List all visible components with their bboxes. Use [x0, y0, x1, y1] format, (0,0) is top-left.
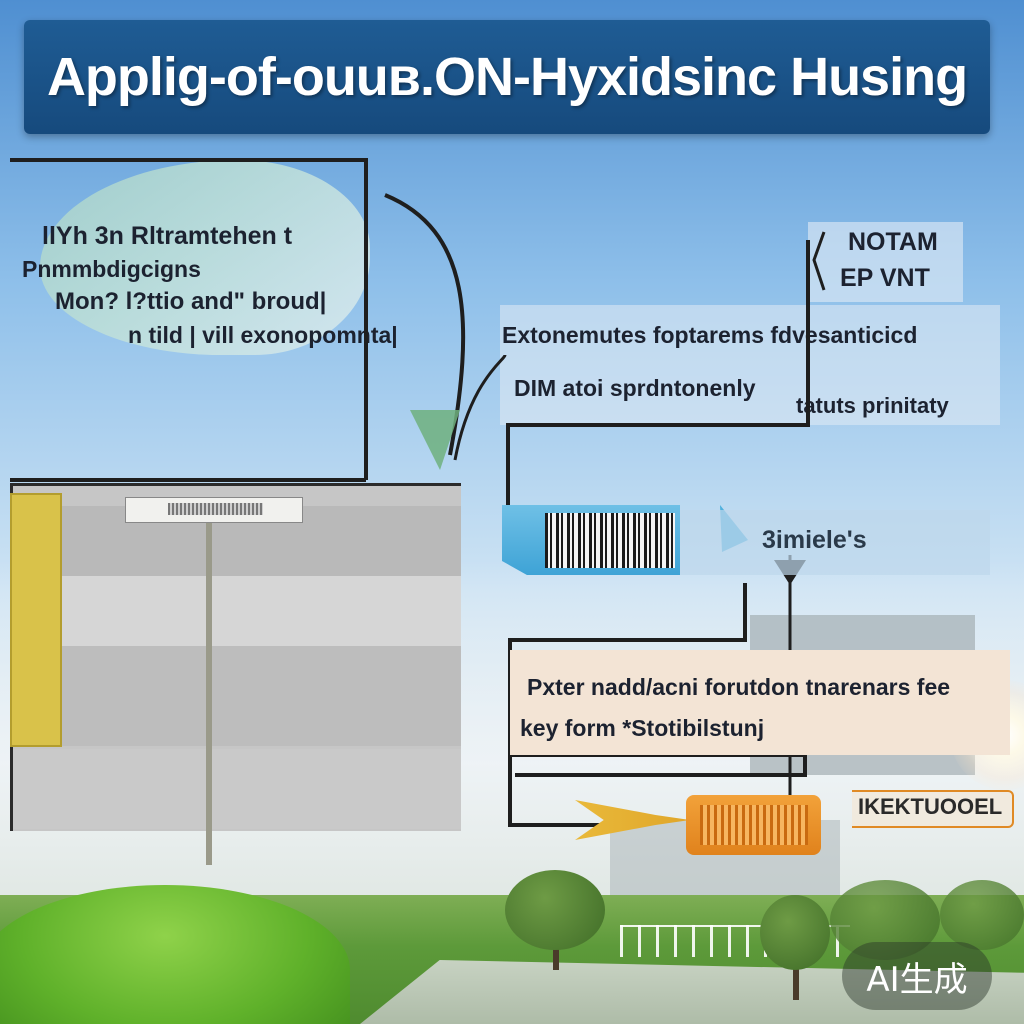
title-banner: Applig-of-ouuв.ON-Hyxidsinc Husing	[24, 20, 990, 134]
building-block	[10, 483, 461, 831]
sign-pole	[206, 520, 212, 865]
ai-generated-badge: AI生成	[842, 942, 992, 1010]
arrow-head-green	[410, 410, 460, 470]
notam-panel	[808, 222, 963, 302]
tree	[940, 880, 1024, 950]
key-box	[510, 650, 1010, 755]
building-row	[13, 646, 461, 746]
sign-plate-text-pattern	[168, 503, 263, 515]
barcode-label-panel	[680, 510, 990, 575]
building-row	[13, 749, 461, 829]
connector-line	[506, 240, 810, 510]
tree-trunk	[553, 930, 559, 970]
ai-generated-badge-text: AI生成	[866, 959, 968, 1000]
right-text-line-2: DIM atoi sprdntonenly	[514, 375, 756, 401]
cloud-shape	[40, 160, 370, 355]
left-text-line-1: llYh 3n Rltramtehen t	[42, 222, 293, 250]
left-text-line-2: Pnmmbdigcigns	[22, 256, 201, 282]
building-row	[13, 576, 461, 646]
connector-line	[453, 354, 507, 461]
key-box-line-2: key form *Stotibilstunj	[520, 715, 765, 741]
connector-line	[812, 231, 826, 291]
notam-title-line-1: NOTAM	[848, 228, 938, 256]
barcode-label: 3imiele's	[762, 526, 867, 554]
key-box-line-1: Pxter nadd/acni forutdon tnarenars fee	[527, 674, 951, 700]
left-text-line-3: Mon? l?ttio and" broud|	[55, 288, 327, 315]
connector-line	[510, 753, 807, 777]
left-text-line-4: n tild | vill exonopomnta|	[128, 322, 398, 348]
park-path	[360, 960, 1024, 1024]
end-label-frame	[852, 790, 1014, 828]
end-label: IKEKTUOOEL	[858, 794, 1003, 819]
page-title: Applig-of-ouuв.ON-Hyxidsinc Husing	[46, 47, 968, 107]
right-text-line-3: tatuts prinitaty	[796, 393, 949, 418]
orange-barcode-icon	[700, 805, 808, 845]
yellow-column	[10, 493, 62, 747]
right-info-panel	[500, 305, 1000, 425]
tree-trunk	[793, 950, 799, 1000]
right-text-line-1: Extonemutes foptarems fdvesanticicd	[502, 322, 918, 348]
connector-line	[508, 583, 747, 827]
notam-title-line-2: EP VNT	[840, 264, 930, 292]
connector-line	[10, 158, 368, 480]
grass-hill	[0, 885, 350, 1024]
tree	[830, 880, 940, 960]
connector-arrow	[384, 193, 466, 456]
tree	[505, 870, 605, 950]
barcode-icon	[545, 513, 675, 568]
tree	[760, 895, 830, 970]
sign-plate	[125, 497, 303, 523]
